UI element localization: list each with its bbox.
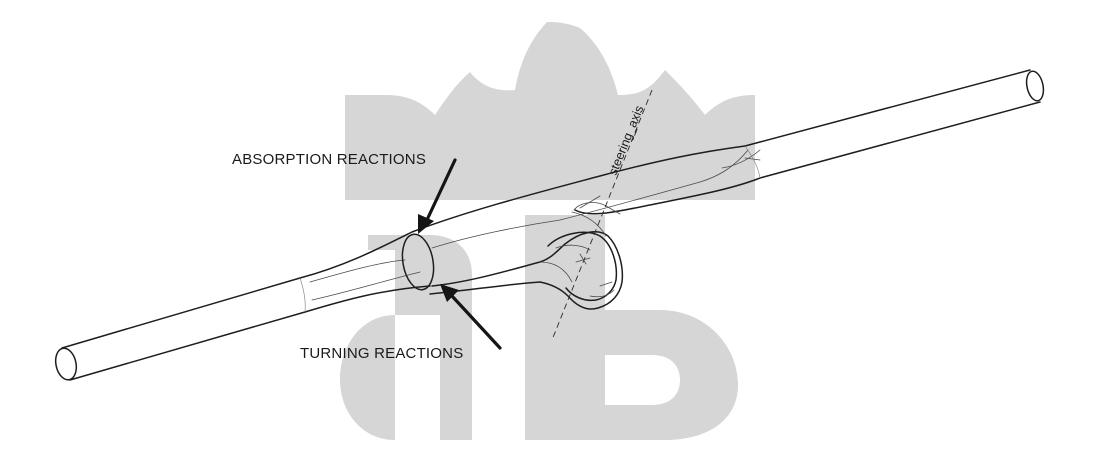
- left-taper-bottom: [304, 285, 431, 313]
- absorption-arrow: [418, 158, 457, 234]
- left-bar-bottom-edge: [69, 311, 306, 381]
- right-grip-transition: [744, 145, 761, 179]
- watermark-logo: [340, 22, 755, 440]
- cross-section-ring: [401, 233, 435, 291]
- stem-top-lines: [571, 195, 607, 237]
- watermark-crown: [345, 22, 755, 200]
- steering-axis-line: [551, 89, 653, 341]
- left-inner-contour: [309, 259, 421, 301]
- left-taper-top: [299, 145, 746, 279]
- left-bar-end: [54, 347, 78, 381]
- turning-arrow: [440, 284, 502, 350]
- absorption-label: ABSORPTION REACTIONS: [232, 151, 426, 168]
- axis-center-mark: [575, 253, 591, 265]
- absorption-arrowhead: [418, 214, 434, 234]
- right-bar-bottom-edge: [574, 101, 1041, 215]
- stem-rim: [589, 281, 615, 298]
- right-bar-top-edge: [744, 69, 1031, 147]
- watermark-letter-a: [340, 235, 472, 440]
- turning-arrowhead: [440, 284, 459, 302]
- right-bar-end: [1025, 70, 1045, 102]
- center-inner-contour: [431, 149, 749, 249]
- stem-clamp-face: [547, 231, 618, 302]
- turning-label: TURNING REACTIONS: [300, 345, 463, 362]
- right-inner-contour: [721, 149, 761, 169]
- stem-clamp-outline: [429, 231, 624, 310]
- watermark-letter-b: [525, 215, 738, 440]
- handlebar: [54, 69, 1045, 381]
- left-grip-transition: [299, 277, 306, 313]
- left-bar-top-edge: [61, 277, 301, 349]
